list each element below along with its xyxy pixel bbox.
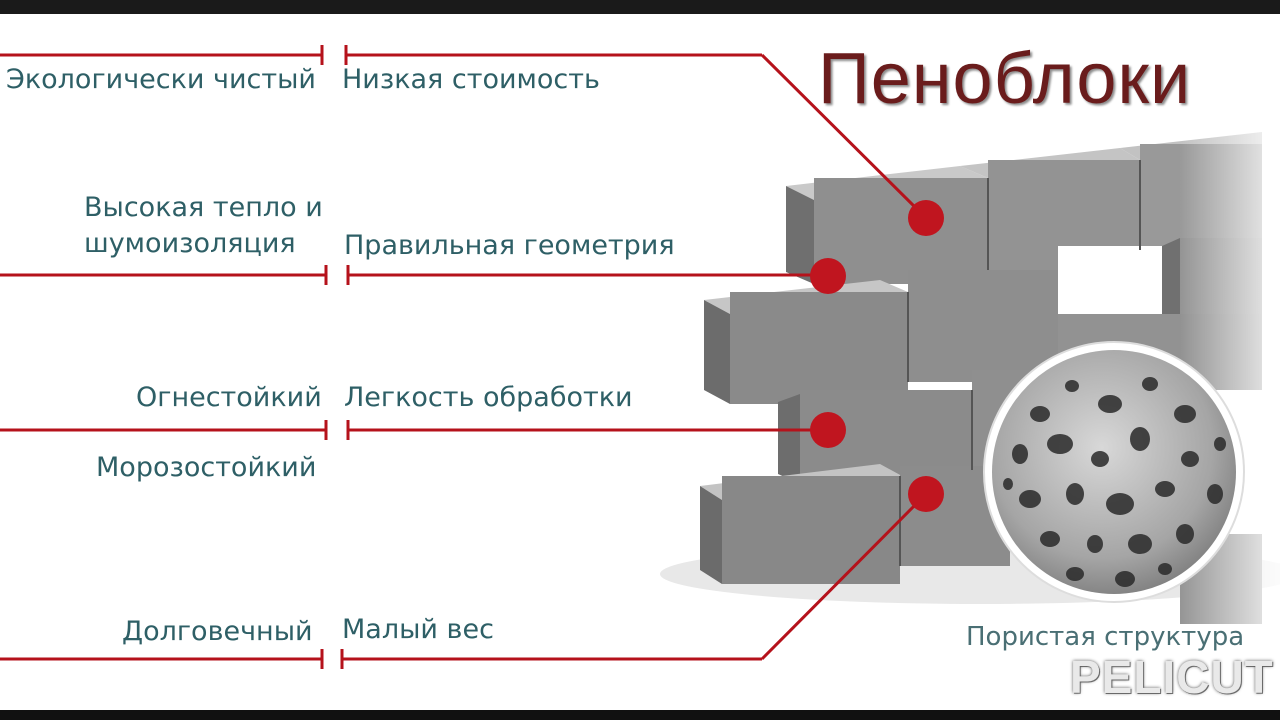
label-insulation-line2: шумоизоляция <box>84 228 296 259</box>
marker-dots <box>810 200 944 512</box>
mortar-lines <box>899 160 1141 566</box>
top-letterbox <box>0 0 1280 14</box>
label-insulation-line1: Высокая тепло и <box>84 192 323 223</box>
label-durable: Долговечный <box>122 616 313 647</box>
porous-structure-caption: Пористая структура <box>966 622 1245 652</box>
label-low-weight: Малый вес <box>342 614 494 645</box>
label-geometry: Правильная геометрия <box>344 230 675 261</box>
label-low-cost: Низкая стоимость <box>342 64 600 95</box>
label-frost-resistant: Морозостойкий <box>96 452 317 483</box>
label-easy-processing: Легкость обработки <box>344 382 633 413</box>
page-title: Пеноблоки <box>818 39 1192 119</box>
label-ecological: Экологически чистый <box>6 64 316 95</box>
label-fireproof: Огнестойкий <box>136 382 322 413</box>
brick-wall-illustration <box>0 45 1280 669</box>
connector-lines <box>0 53 928 661</box>
porous-structure-magnifier <box>983 341 1245 603</box>
watermark-logo: PELICUT <box>1070 651 1274 703</box>
separator-ticks <box>320 45 350 669</box>
infographic: Пеноблоки Экологически чистый Высокая те… <box>0 14 1280 710</box>
